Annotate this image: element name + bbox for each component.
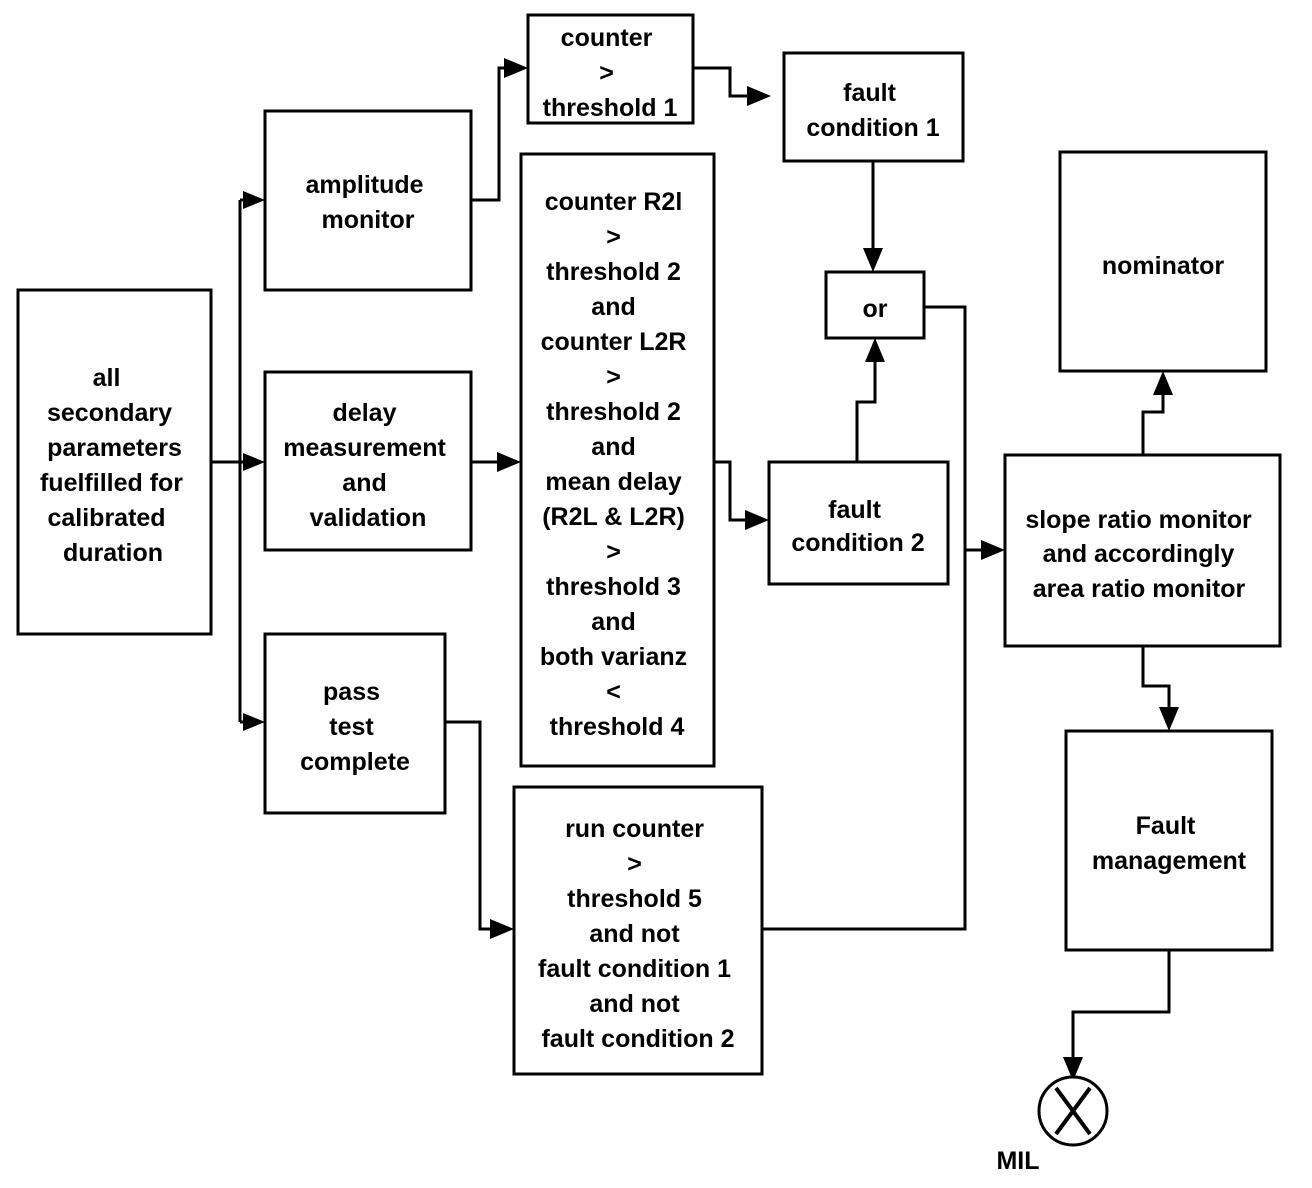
arrowhead-to-fault1 (747, 86, 771, 106)
pass-test-complete-box (263, 632, 447, 815)
arrowhead-to-delay (243, 453, 265, 471)
arrowhead-to-run-counter (490, 919, 514, 939)
connector-counter-r2l-to-fault2 (714, 460, 750, 522)
or-gate-box (824, 270, 926, 340)
fault-condition2-label: fault condition 2 (791, 496, 924, 557)
delay-measurement-box (263, 370, 473, 552)
counter-threshold1-label: counter > threshold 1 (543, 24, 678, 122)
connector-pass-to-run-counter (445, 720, 495, 931)
fault-condition1-box (782, 51, 965, 163)
fault-condition2-box (767, 460, 950, 586)
secondary-parameters-label: all secondary parameters fuelfilled for … (40, 364, 190, 567)
or-gate-label: or (863, 295, 888, 323)
secondary-parameters-box (16, 288, 213, 636)
pass-test-complete-label: pass test complete (300, 678, 410, 776)
arrowhead-to-pass (243, 713, 265, 731)
connector-slope-to-fault-management (1141, 646, 1171, 710)
connector-fault-management-to-mil (1071, 950, 1171, 1061)
amplitude-monitor-box (263, 109, 473, 292)
arrowhead-to-nominator (1153, 371, 1173, 395)
arrowhead-to-fault2 (745, 510, 769, 530)
connector-slope-to-nominator (1141, 392, 1165, 455)
arrowhead-to-slope (981, 540, 1005, 560)
counter-r2l-box (519, 152, 716, 768)
counter-threshold1-box (526, 13, 695, 125)
counter-r2l-label: counter R2l > threshold 2 and counter L2… (540, 188, 694, 741)
arrowhead-to-mil (1063, 1057, 1083, 1081)
arrowhead-to-or-bottom (865, 338, 885, 362)
connector-or-to-bus (762, 305, 967, 931)
mil-label: MIL (996, 1147, 1039, 1175)
fault-management-label: Fault management (1092, 812, 1247, 875)
nominator-label: nominator (1102, 252, 1224, 280)
fault-condition1-label: fault condition 1 (806, 79, 939, 142)
slope-ratio-monitor-label: slope ratio monitor and accordingly area… (1025, 506, 1258, 603)
arrowhead-to-counter1 (504, 58, 528, 78)
run-counter-label: run counter > threshold 5 and not fault … (538, 815, 738, 1053)
connector-counter1-to-fault1 (693, 66, 750, 98)
delay-measurement-label: delay measurement and validation (283, 399, 453, 532)
connector-amplitude-to-counter1 (471, 66, 508, 202)
amplitude-monitor-label: amplitude monitor (305, 171, 430, 234)
arrowhead-to-fault-management (1159, 707, 1179, 731)
arrowhead-to-amplitude (243, 191, 265, 209)
connector-fault2-to-or (855, 358, 877, 462)
fault-management-box (1064, 729, 1274, 952)
arrowhead-to-or-top (863, 248, 883, 272)
arrowhead-to-counter-r2l (497, 452, 521, 472)
nominator-box (1058, 150, 1268, 373)
run-counter-box (512, 785, 764, 1076)
mil-x-icon (1054, 1086, 1092, 1136)
